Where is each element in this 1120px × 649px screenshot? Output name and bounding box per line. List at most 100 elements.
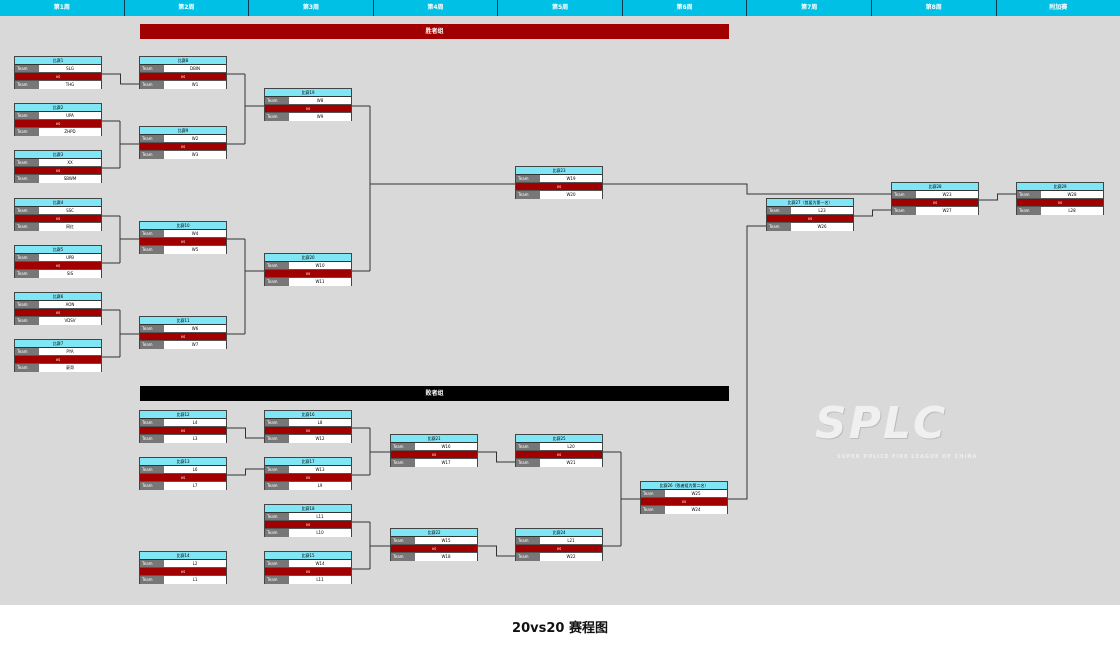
team-label: Team [15, 348, 39, 355]
week-header-playoff[interactable]: 附加赛 [996, 0, 1120, 16]
team-label: Team [140, 419, 164, 426]
team-name: THG [39, 81, 101, 89]
match-title: 比赛15 [265, 552, 351, 560]
splc-logo: SPLC SUPER POLICE FIRE LEAGUE OF CHINA [815, 398, 1020, 462]
match-title: 比赛24 [516, 529, 602, 537]
week-header-2[interactable]: 第2周 [124, 0, 250, 16]
vs-label: vs [15, 356, 101, 364]
match-title: 比赛5 [15, 246, 101, 254]
match-title: 比赛6 [15, 293, 101, 301]
week-header-7[interactable]: 第7周 [747, 0, 872, 16]
team-name: L2 [164, 560, 226, 567]
vs-label: vs [265, 521, 351, 529]
match-title: 比赛7 [15, 340, 101, 348]
vs-label: vs [15, 309, 101, 317]
team-label: Team [265, 466, 289, 473]
team-label: Team [391, 537, 415, 544]
team-name: W9 [289, 113, 351, 121]
team-label: Team [265, 97, 289, 104]
vs-label: vs [516, 545, 602, 553]
vs-label: vs [265, 474, 351, 482]
vs-label: vs [140, 427, 226, 435]
team-label: Team [1017, 207, 1041, 215]
team-name: W4 [164, 230, 226, 237]
diagram-caption: 20vs20 赛程图 [512, 621, 608, 636]
team-label: Team [140, 560, 164, 567]
connector-line [603, 183, 891, 195]
week-header-3[interactable]: 第3周 [249, 0, 374, 16]
connector-line [227, 468, 264, 476]
week-header-bar: 第1周 第2周 第3周 第4周 第5周 第6周 第7周 第8周 附加赛 [0, 0, 1120, 16]
week-header-8[interactable]: 第8周 [871, 0, 997, 16]
team-name: W8 [289, 97, 351, 104]
vs-label: vs [15, 167, 101, 175]
vs-label: vs [265, 105, 351, 113]
week-header-5[interactable]: 第5周 [498, 0, 623, 16]
vs-label: vs [15, 73, 101, 81]
week-header-1[interactable]: 第1周 [0, 0, 125, 16]
team-label: Team [15, 364, 39, 372]
week-header-4[interactable]: 第4周 [373, 0, 499, 16]
match-title: 比赛17 [265, 458, 351, 466]
team-name: W11 [289, 278, 351, 286]
team-label: Team [15, 223, 39, 231]
match-title: 比赛23 [516, 167, 602, 175]
connector-line [352, 105, 515, 272]
team-name: AON [39, 301, 101, 308]
team-name: L3 [164, 435, 226, 443]
week-header-6[interactable]: 第6周 [622, 0, 748, 16]
team-label: Team [391, 459, 415, 467]
team-label: Team [140, 230, 164, 237]
team-name: L1 [164, 576, 226, 584]
connector-line [728, 225, 766, 500]
team-label: Team [892, 207, 916, 215]
vs-label: vs [140, 474, 226, 482]
